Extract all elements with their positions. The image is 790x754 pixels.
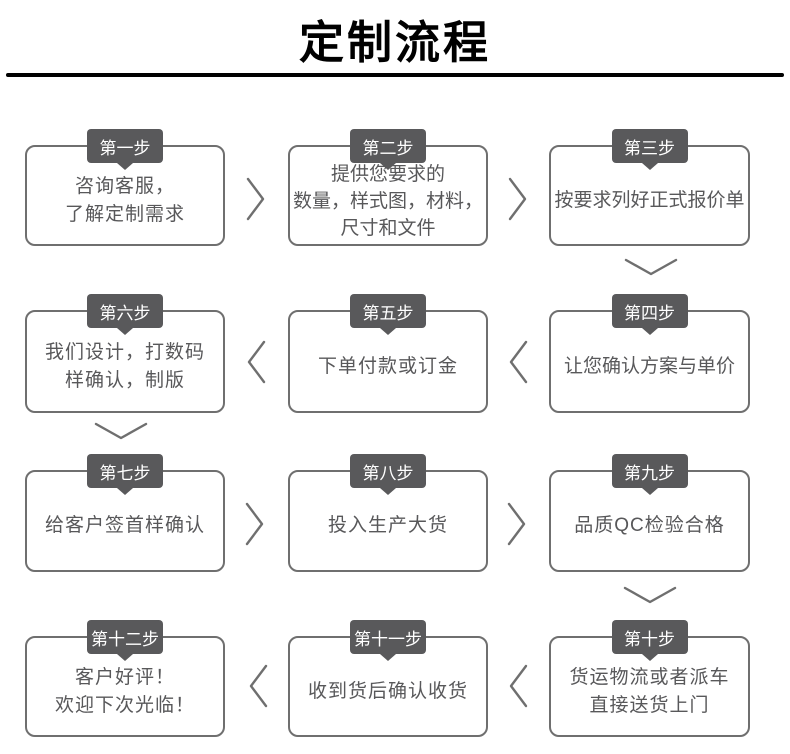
step-badge-7: 第七步 [87, 454, 163, 488]
step-text-line: 咨询客服， [74, 175, 175, 197]
arrow-left-icon [247, 663, 269, 709]
step-text-3: 按要求列好正式报价单 [551, 147, 748, 244]
step-badge-5: 第五步 [350, 294, 426, 328]
step-text-8: 投入生产大货 [290, 472, 486, 570]
step-text-1: 咨询客服， 了解定制需求 [27, 147, 223, 244]
step-text-5: 下单付款或订金 [290, 312, 486, 411]
step-box-8: 第八步 投入生产大货 [288, 454, 488, 572]
step-text-line: 品质QC检验合格 [574, 515, 725, 536]
step-text-line: 尺寸和文件 [340, 218, 436, 239]
arrow-left-icon [507, 663, 529, 709]
step-text-11: 收到货后确认收货 [290, 638, 486, 735]
step-label: 第六步 [99, 303, 151, 323]
step-text-line: 货运物流或者派车 [569, 666, 730, 688]
arrow-left-icon [245, 339, 267, 385]
step-badge-10: 第十步 [611, 620, 688, 654]
arrow-right-icon [245, 176, 267, 222]
step-badge-2: 第二步 [350, 129, 426, 163]
step-text-12: 客户好评！ 欢迎下次光临！ [27, 638, 223, 735]
page-title: 定制流程 [298, 17, 491, 68]
step-box-4: 第四步 让您确认方案与单价 [549, 294, 750, 413]
title-divider [6, 73, 784, 77]
step-box-3: 第三步 按要求列好正式报价单 [549, 129, 750, 246]
step-text-line: 客户好评！ [74, 666, 175, 688]
step-text-line: 下单付款或订金 [317, 355, 458, 377]
step-text-line: 数量，样式图，材料， [292, 191, 483, 212]
step-label: 第三步 [624, 138, 675, 158]
step-box-6: 第六步 我们设计，打数码 样确认，制版 [25, 294, 225, 413]
step-text-line: 给客户签首样确认 [44, 515, 205, 536]
step-text-10: 货运物流或者派车 直接送货上门 [551, 638, 748, 735]
step-label: 第十一步 [354, 629, 422, 649]
step-box-2: 第二步 提供您要求的 数量，样式图，材料， 尺寸和文件 [288, 129, 488, 246]
step-box-12: 第十二步 客户好评！ 欢迎下次光临！ [25, 620, 225, 737]
step-badge-6: 第六步 [87, 294, 163, 328]
arrow-left-icon [507, 339, 529, 385]
step-text-line: 投入生产大货 [327, 515, 448, 536]
step-text-4: 让您确认方案与单价 [551, 312, 748, 411]
step-text-9: 品质QC检验合格 [551, 472, 748, 570]
step-badge-9: 第九步 [611, 454, 688, 488]
step-label: 第二步 [362, 138, 414, 158]
step-text-line: 提供您要求的 [330, 164, 445, 185]
step-text-line: 按要求列好正式报价单 [554, 189, 745, 211]
step-text-7: 给客户签首样确认 [27, 472, 223, 570]
step-text-line: 样确认，制版 [64, 369, 185, 391]
step-label: 第五步 [362, 303, 414, 323]
step-text-2: 提供您要求的 数量，样式图，材料， 尺寸和文件 [290, 147, 486, 244]
step-text-line: 了解定制需求 [64, 203, 185, 225]
step-box-11: 第十一步 收到货后确认收货 [288, 620, 488, 737]
step-box-9: 第九步 品质QC检验合格 [549, 454, 750, 572]
step-badge-1: 第一步 [87, 129, 163, 163]
step-box-10: 第十步 货运物流或者派车 直接送货上门 [549, 620, 750, 737]
step-text-line: 欢迎下次光临！ [54, 694, 195, 716]
step-text-6: 我们设计，打数码 样确认，制版 [27, 312, 223, 411]
arrow-down-icon [93, 421, 149, 443]
step-text-line: 让您确认方案与单价 [563, 355, 735, 377]
step-text-line: 收到货后确认收货 [307, 680, 468, 702]
step-label: 第十步 [624, 629, 675, 649]
step-label: 第七步 [99, 463, 151, 483]
step-box-7: 第七步 给客户签首样确认 [25, 454, 225, 572]
arrow-down-icon [623, 257, 679, 279]
arrow-right-icon [507, 176, 529, 222]
step-text-line: 我们设计，打数码 [44, 341, 205, 363]
arrow-right-icon [506, 501, 528, 547]
step-badge-8: 第八步 [350, 454, 426, 488]
arrow-down-icon [622, 585, 678, 607]
step-label: 第一步 [99, 138, 151, 158]
step-text-line: 直接送货上门 [589, 694, 710, 716]
step-label: 第八步 [362, 463, 414, 483]
step-badge-4: 第四步 [611, 294, 688, 328]
step-box-5: 第五步 下单付款或订金 [288, 294, 488, 413]
arrow-right-icon [244, 501, 266, 547]
step-box-1: 第一步 咨询客服， 了解定制需求 [25, 129, 225, 246]
step-label: 第十二步 [91, 629, 159, 649]
step-label: 第四步 [624, 303, 675, 323]
step-badge-12: 第十二步 [87, 620, 163, 654]
step-badge-3: 第三步 [611, 129, 688, 163]
step-label: 第九步 [624, 463, 675, 483]
step-badge-11: 第十一步 [350, 620, 426, 654]
